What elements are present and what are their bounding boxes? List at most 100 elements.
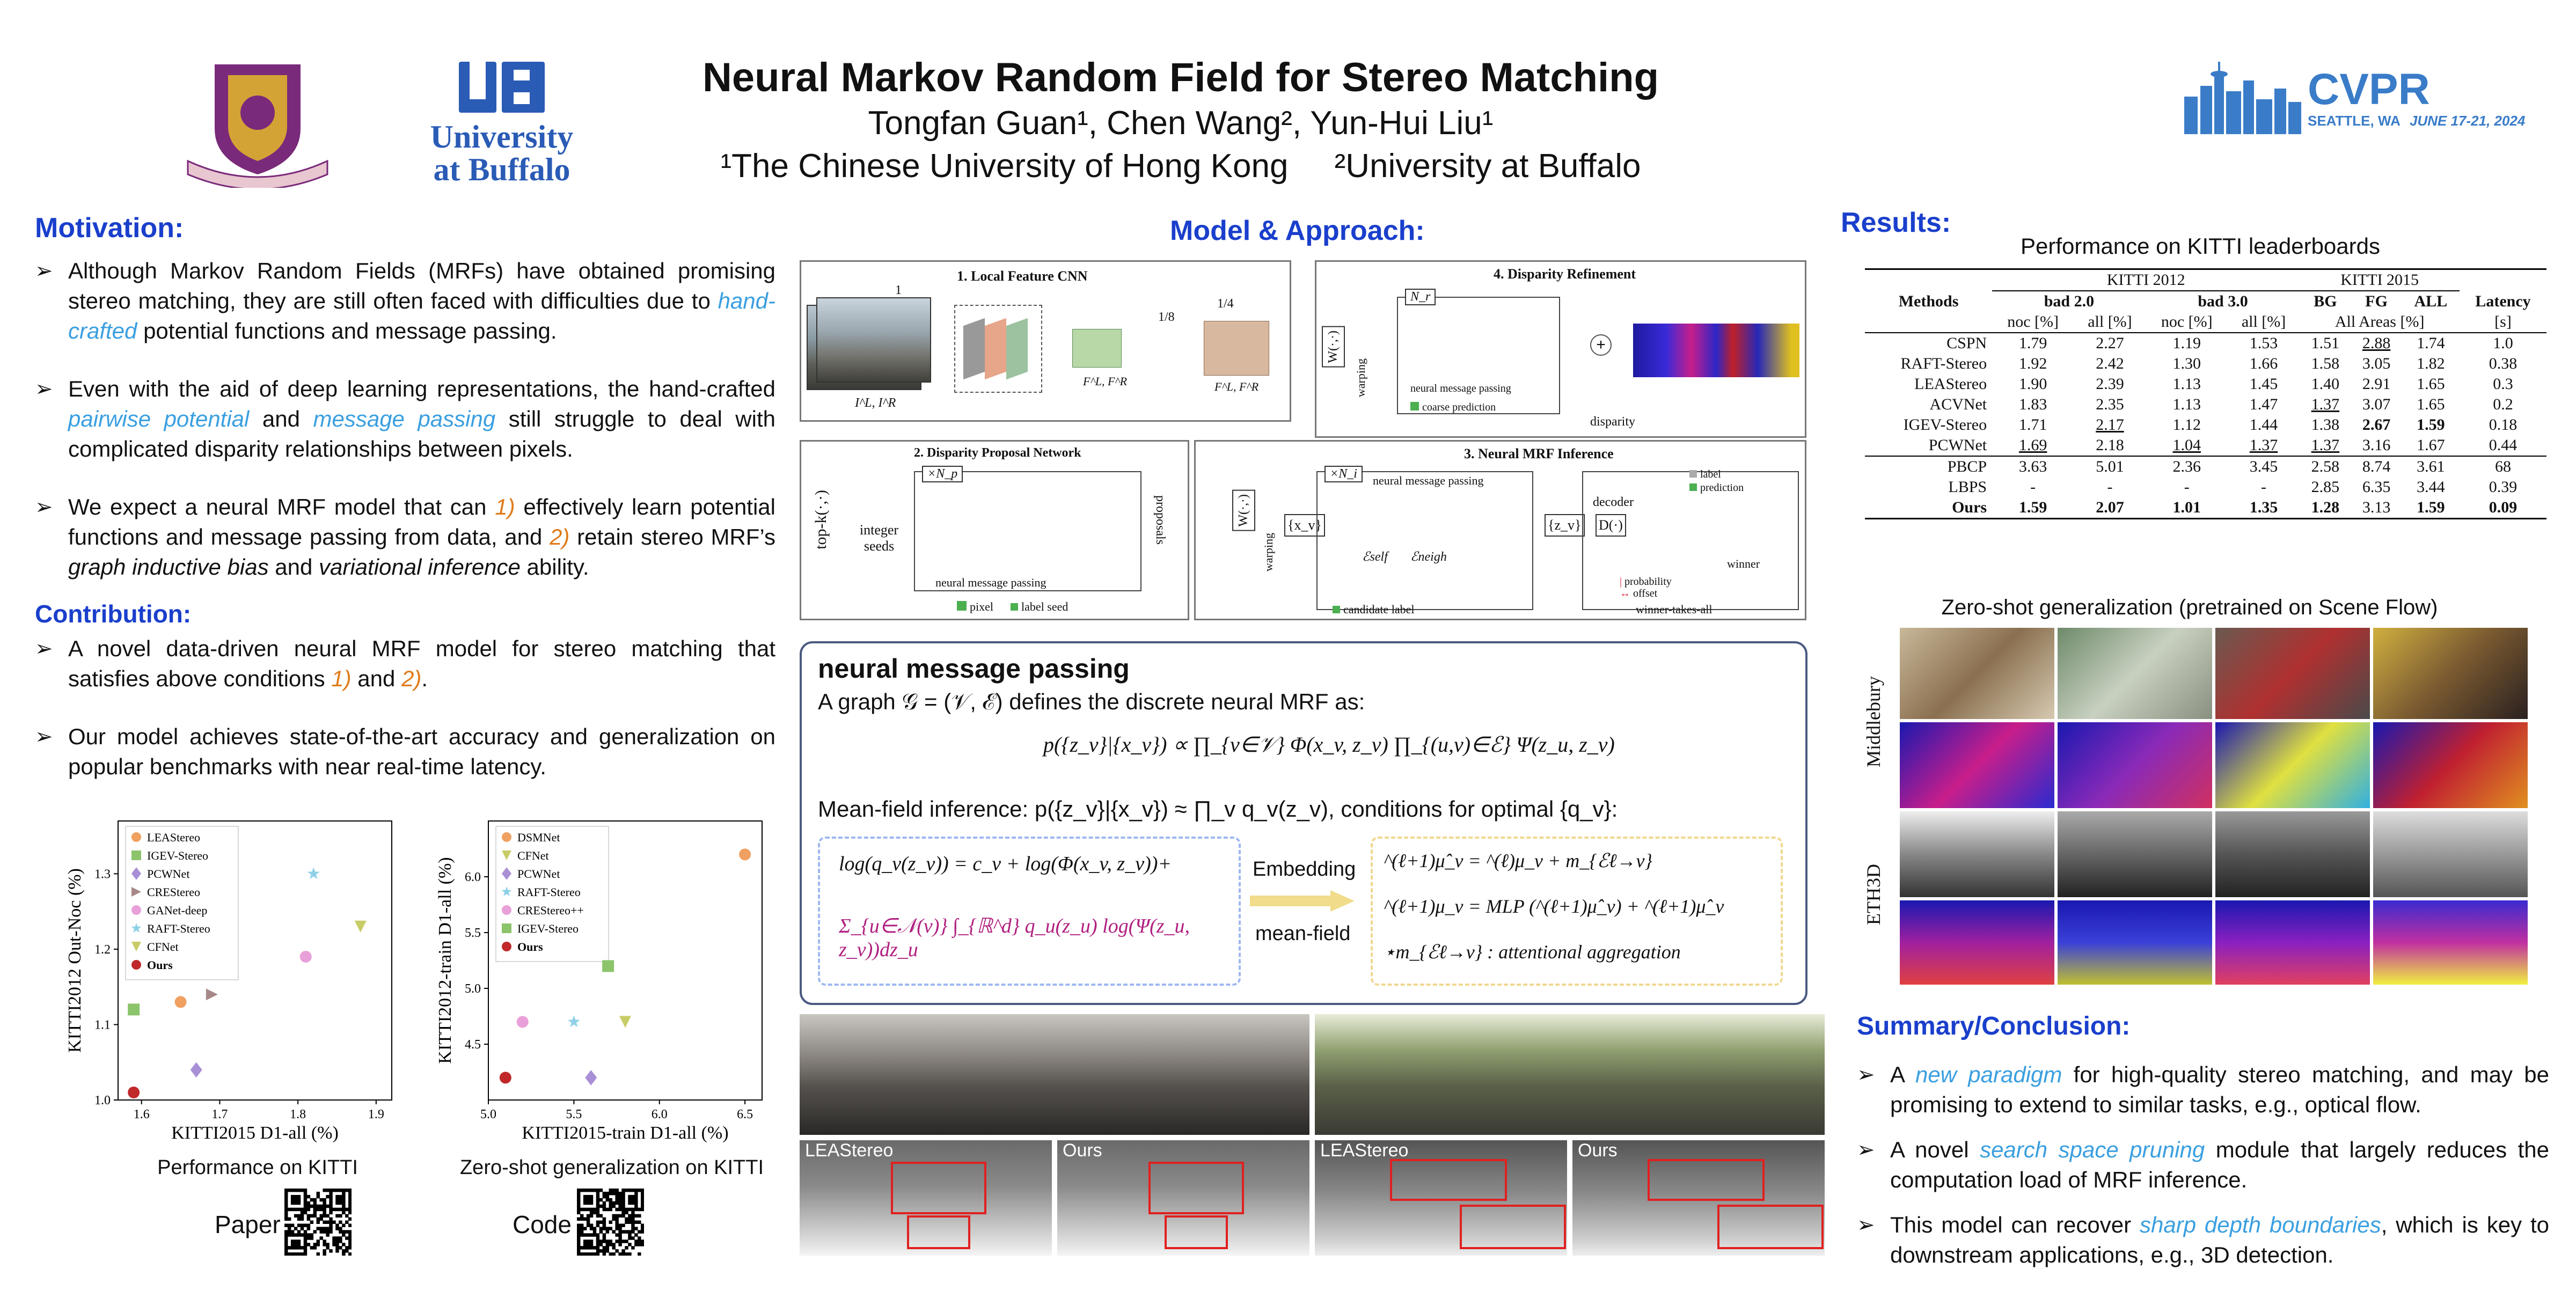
paper-qr-code[interactable] [284,1189,352,1256]
legend-label: GANet-deep [147,904,207,917]
topk-fn: top-k(·,·) [812,490,830,549]
y-tick-label: 5.0 [465,982,481,996]
cvpr-logo-text: CVPR [2308,65,2430,114]
refined-disparity-output [1633,324,1799,377]
scale-18: 1/8 [1158,310,1175,324]
table-cell: 1.59 [2417,416,2445,434]
table-cell: 2.35 [2096,395,2124,413]
prediction-legend: prediction [1689,482,1744,494]
table-cell: 0.18 [2489,416,2518,434]
y-tick-label: 6.0 [465,870,481,884]
nmp-intro: A graph 𝒢 = (𝒱, ℰ) defines the discrete … [818,689,1365,714]
table-cell: 1.19 [2172,334,2201,352]
y-tick-label: 5.5 [465,926,481,940]
results-table-title: Performance on KITTI leaderboards [2021,233,2380,259]
table-cell: 3.07 [2362,395,2391,413]
legend-marker [131,850,141,860]
qual-label-lea-1: LEAStereo [805,1140,894,1161]
table-cell: 1.51 [2311,334,2340,352]
stereo-input-images-back [816,297,931,383]
cuhk-logo [177,59,338,190]
table-cell: 1.53 [2249,334,2278,352]
ub-logo-line1: University [430,119,574,155]
legend-label: PCWNet [147,867,189,881]
table-cell: 1.92 [2018,355,2047,372]
legend-marker [131,832,141,842]
meanfield-label: mean-field [1255,922,1351,945]
decoder-label: decoder [1593,495,1634,509]
cvpr-place: SEATTLE, WA [2308,113,2401,129]
summary-bullet-2: ➢ A novel search space pruning module th… [1857,1137,2549,1192]
table-cell: 0.3 [2493,375,2513,393]
code-qr-code[interactable] [577,1189,645,1256]
results-heading: Results: [1841,207,1951,238]
data-point-ours [499,1072,511,1084]
table-cell: 3.61 [2417,458,2445,475]
legend-label: IGEV-Stereo [517,922,579,935]
table-cell: 2.58 [2311,458,2340,475]
x-tick-label: 6.0 [652,1108,668,1121]
winner-label: winner [1727,557,1760,570]
legend-marker [502,923,511,933]
table-cell: - [2030,478,2036,496]
table-cell: 2.91 [2362,375,2391,393]
wta-label: winner-takes-all [1636,603,1713,616]
data-point-cfnet [354,920,367,933]
legend-label: IGEV-Stereo [147,849,208,862]
table-cell: 1.44 [2249,416,2278,434]
table-cell: 1.30 [2172,355,2201,372]
x-tick-label: 1.6 [134,1108,150,1121]
table-cell: 1.0 [2493,334,2513,352]
table-cell: 2.67 [2362,416,2391,434]
y-tick-label: 1.2 [94,943,111,957]
table-cell: 1.13 [2172,395,2201,413]
legend [495,826,609,962]
table-cell: 1.12 [2172,416,2201,434]
legend-marker [502,942,511,951]
sub-bg: BG [2314,292,2337,310]
x-tick-label: 1.9 [368,1108,384,1121]
table-cell: 1.58 [2311,355,2340,372]
legend-marker [502,905,511,915]
cvpr-dates: JUNE 17-21, 2024 [2410,113,2526,129]
caption-zeroshot: Zero-shot generalization on KITTI [459,1156,764,1179]
scale-1: 1 [895,283,902,297]
table-cell: 2.39 [2096,375,2124,393]
unit-all2: all [%] [2241,313,2286,331]
middlebury-label: Middlebury [1863,676,1884,767]
table-cell: 1.04 [2172,436,2201,454]
nmp-title: neural message passing [818,654,1130,684]
table-cell: 1.13 [2172,375,2201,393]
nmp-right-eq-box: ^(ℓ+1)μ̂_v = ^(ℓ)μ_v + m_{ℰℓ→v} ^(ℓ+1)μ_… [1371,837,1783,986]
xv-node: {x_v} [1284,514,1325,537]
legend-label: Ours [147,958,173,972]
proposal-iterations: ×N_p [922,466,963,482]
zv-node: {z_v} [1545,514,1585,537]
data-point-igev-stereo [128,1003,140,1016]
table-cell: 6.35 [2362,478,2391,496]
table-cell: 2.17 [2096,416,2124,434]
table-cell: 1.74 [2417,334,2445,352]
mrf-nmp-label: neural message passing [1373,474,1484,487]
data-point-cfnet [619,1016,631,1028]
poster-authors: Tongfan Guan¹, Chen Wang², Yun-Hui Liu¹ [868,105,1494,142]
table-cell: 1.37 [2249,436,2278,454]
table-cell: 2.36 [2172,458,2201,475]
method-name: Ours [1952,498,1987,516]
refinement-mp [1397,297,1560,414]
zeroshot-grid [1900,628,2528,985]
table-cell: 1.65 [2417,395,2445,413]
table-cell: 1.67 [2417,436,2445,454]
table-cell: 1.66 [2249,355,2278,372]
y-axis-label: KITTI2012-train D1-all (%) [435,857,455,1064]
code-qr-label: Code [513,1211,572,1238]
feature-18 [1072,329,1122,368]
ub-logo-line2: at Buffalo [433,152,570,187]
disparity-refinement-panel: 4. Disparity Refinement W(·,·) warping N… [1315,260,1806,438]
table-cell: 2.85 [2311,478,2340,496]
embedding-label: Embedding [1253,858,1356,881]
table-cell: 2.27 [2096,334,2124,352]
label-seed-legend: label seed [1011,600,1068,614]
proposal-mp [914,471,1141,591]
